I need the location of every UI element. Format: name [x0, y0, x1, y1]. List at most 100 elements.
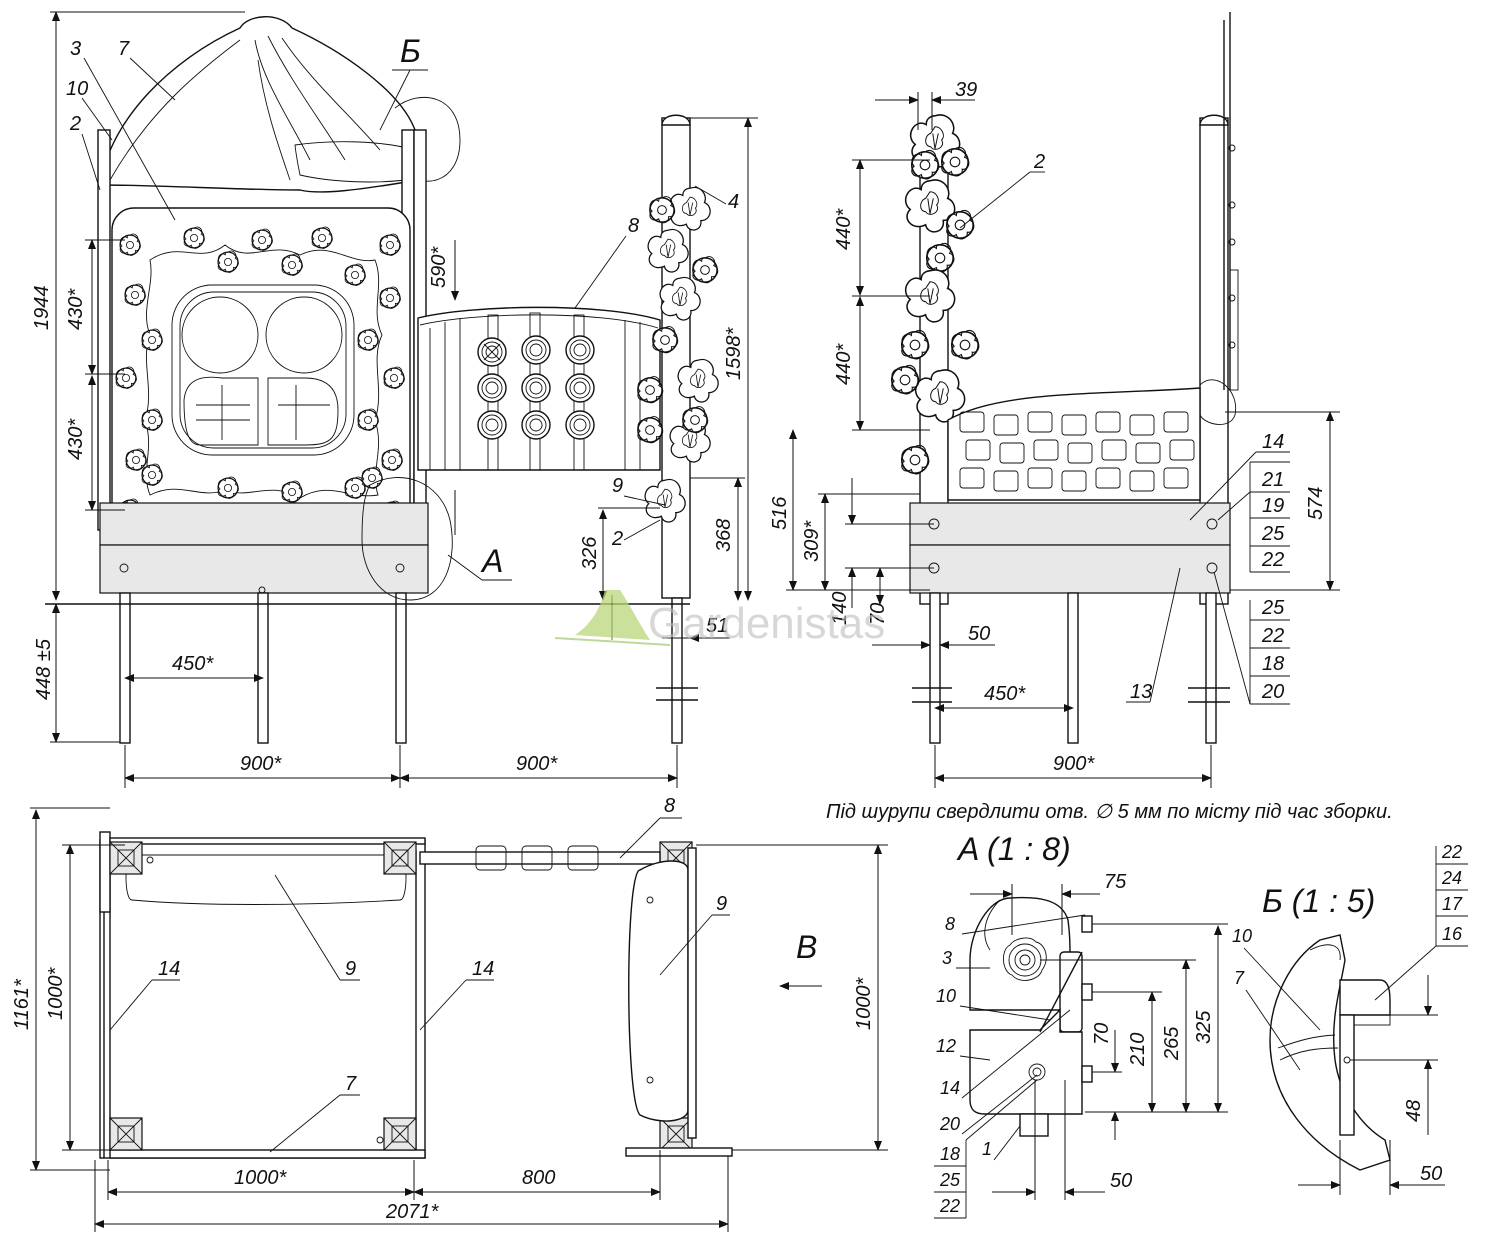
detail-b-callout-24: 24 [1441, 868, 1462, 888]
dim-574: 574 [1305, 487, 1327, 520]
dim-368: 368 [713, 519, 735, 552]
detail-a-dim-210: 210 [1127, 1033, 1149, 1067]
callout-14-plan-b: 14 [472, 958, 494, 980]
dim-900-side: 900* [1053, 753, 1095, 775]
plan-dimensions: 1161* 1000* 1000* 1000* 800 2071* B [11, 807, 888, 1232]
detail-a-callout-14: 14 [940, 1078, 960, 1098]
detail-b-marker: Б [400, 33, 421, 69]
side-callouts: 2 14 21 19 25 22 25 22 18 20 [959, 151, 1290, 705]
detail-a-dim-50: 50 [1110, 1170, 1132, 1192]
dim-450: 450* [172, 653, 214, 675]
dim-1598: 1598* [723, 327, 745, 380]
callout-18: 18 [1262, 653, 1284, 675]
assembly-note: Під шурупи свердлити отв. ∅ 5 мм по міст… [826, 801, 1393, 823]
side-view [890, 12, 1239, 744]
front-dimensions: 1944 430* 430* 448 ±5 450* 900* 900* 590… [31, 11, 758, 788]
detail-a-dim-265: 265 [1161, 1026, 1183, 1061]
detail-a: A (1 : 8) 75 325 265 210 70 [934, 831, 1228, 1219]
callout-21: 21 [1261, 469, 1284, 491]
callout-7: 7 [118, 38, 130, 60]
front-panel [111, 207, 411, 544]
callout-25a: 25 [1261, 523, 1285, 545]
callout-9-plan-b: 9 [716, 893, 727, 915]
callout-7-plan: 7 [345, 1073, 357, 1095]
detail-a-callout-3: 3 [942, 948, 952, 968]
dim-140: 140 [829, 592, 851, 625]
callout-9-plan-a: 9 [345, 958, 356, 980]
detail-b-callout-17: 17 [1442, 894, 1463, 914]
callout-3: 3 [70, 38, 81, 60]
callout-10: 10 [66, 78, 88, 100]
detail-b-callout-22: 22 [1441, 842, 1462, 862]
detail-a-callout-18: 18 [940, 1144, 960, 1164]
dim-70: 70 [867, 603, 889, 625]
callout-8-plan: 8 [664, 795, 675, 817]
detail-a-callout-10: 10 [936, 986, 956, 1006]
dim-1161: 1161* [11, 978, 33, 1030]
watermark: Gardenistas [554, 590, 885, 648]
callout-14-side: 14 [1262, 431, 1284, 453]
callout-22b: 22 [1261, 625, 1284, 647]
dim-2071: 2071* [385, 1201, 439, 1223]
callout-2-front: 2 [69, 113, 81, 135]
dim-1000-plan-left: 1000* [45, 967, 67, 1020]
callout-2-side: 2 [1033, 151, 1045, 173]
callout-25b: 25 [1261, 597, 1285, 619]
dim-1000-plan-bottom: 1000* [234, 1167, 287, 1189]
detail-b-title: Б (1 : 5) [1262, 883, 1375, 919]
dim-440-lower: 440* [833, 343, 855, 385]
detail-a-callout-20: 20 [939, 1114, 960, 1134]
detail-a-callout-1: 1 [982, 1139, 992, 1159]
view-arrow-b: B [796, 929, 817, 965]
detail-b-callout-16: 16 [1442, 924, 1463, 944]
detail-a-dim-70: 70 [1091, 1023, 1113, 1045]
detail-b: Б (1 : 5) 48 50 22 24 17 16 10 7 [1232, 842, 1468, 1195]
detail-a-callout-25: 25 [939, 1170, 961, 1190]
dim-39: 39 [955, 79, 977, 101]
dim-800: 800 [522, 1167, 555, 1189]
dim-430-lower: 430* [65, 418, 87, 460]
detail-a-dim-325: 325 [1193, 1010, 1215, 1044]
dim-440-upper: 440* [833, 208, 855, 250]
callout-2b-front: 2 [611, 528, 623, 550]
table-upper: 21 19 25 22 [1217, 461, 1290, 573]
dim-326: 326 [579, 536, 601, 570]
callout-22a: 22 [1261, 549, 1284, 571]
callout-20: 20 [1261, 681, 1284, 703]
dim-1000-plan-right: 1000* [853, 977, 875, 1030]
roof-panel [99, 16, 419, 193]
dim-900-right: 900* [516, 753, 558, 775]
dim-900-left: 900* [240, 753, 282, 775]
plan-callouts: 8 9 9 14 14 7 [109, 795, 730, 1153]
front-view [45, 16, 719, 744]
dim-590: 590* [428, 246, 450, 288]
dim-1944: 1944 [31, 286, 53, 331]
watermark-text: Gardenistas [648, 599, 885, 648]
front-callouts: 3 7 10 2 Б A 8 4 9 2 [66, 33, 739, 581]
plan-view [99, 831, 733, 1159]
dim-450-side: 450* [984, 683, 1026, 705]
side-dimensions: 39 440* 440* 516 309* 140 70 50 450* 900… [769, 79, 1340, 788]
detail-a-callout-8: 8 [945, 914, 955, 934]
dim-448: 448 ±5 [33, 638, 55, 700]
detail-a-title: A (1 : 8) [956, 831, 1071, 867]
dim-430-upper: 430* [65, 288, 87, 330]
callout-9-front: 9 [612, 475, 623, 497]
table-lower: 25 22 18 20 [1213, 571, 1290, 705]
detail-a-marker: A [480, 543, 503, 579]
dim-309: 309* [801, 520, 823, 562]
callout-14-plan-a: 14 [158, 958, 180, 980]
detail-b-dim-50: 50 [1420, 1163, 1442, 1185]
callout-19: 19 [1262, 495, 1284, 517]
detail-b-callout-10: 10 [1232, 926, 1252, 946]
callout-4: 4 [728, 191, 739, 213]
detail-b-callout-7: 7 [1234, 968, 1245, 988]
detail-a-callout-12: 12 [936, 1036, 956, 1056]
dim-50-side: 50 [968, 623, 990, 645]
callout-8-front: 8 [628, 215, 639, 237]
detail-a-callout-22: 22 [939, 1196, 960, 1216]
dim-51: 51 [706, 615, 728, 637]
callout-13: 13 [1130, 681, 1152, 703]
